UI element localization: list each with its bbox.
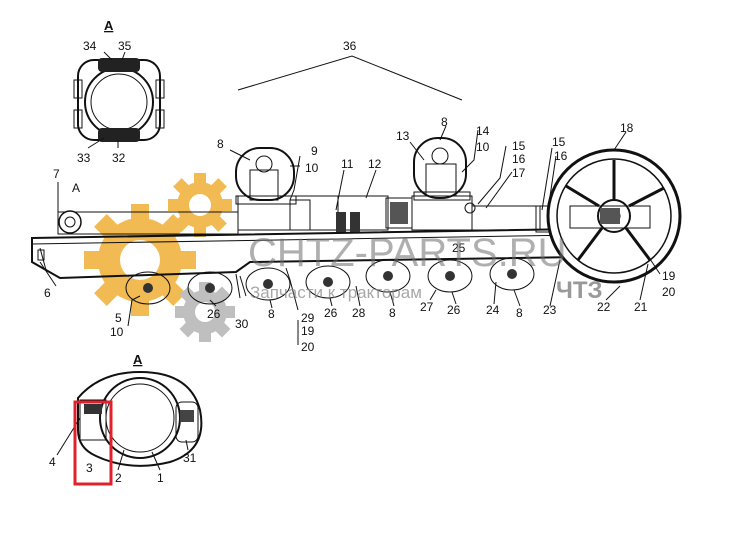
label-31: 31	[183, 451, 197, 465]
section-view-a-bottom	[56, 370, 203, 486]
label-18: 18	[620, 121, 634, 135]
label-8-e: 8	[516, 306, 523, 320]
label-10-b: 10	[476, 140, 490, 154]
support-roller-left	[235, 147, 297, 205]
label-28: 28	[352, 306, 366, 320]
track-rollers	[125, 257, 535, 305]
label-15-b: 15	[552, 135, 566, 149]
label-12: 12	[368, 157, 382, 171]
label-20-a: 20	[301, 340, 315, 354]
label-5: 5	[115, 311, 122, 325]
label-3: 3	[86, 461, 93, 475]
watermark-title: CHTZ-PARTS.RU	[248, 231, 567, 275]
label-26-a: 26	[207, 307, 221, 321]
section-label-bottom: A	[133, 352, 143, 367]
label-2: 2	[115, 471, 122, 485]
label-30: 30	[235, 317, 249, 331]
label-25: 25	[452, 241, 466, 255]
support-roller-right	[413, 137, 471, 201]
label-16-a: 16	[512, 152, 526, 166]
idler-wheel	[546, 148, 682, 284]
section-view-a-top	[73, 51, 165, 149]
label-33: 33	[77, 151, 91, 165]
label-21: 21	[634, 300, 648, 314]
label-36: 36	[343, 39, 357, 53]
label-20-b: 20	[662, 285, 676, 299]
track-roller	[245, 267, 291, 301]
label-15-a: 15	[512, 139, 526, 153]
label-1: 1	[157, 471, 164, 485]
section-label-top: A	[104, 18, 114, 33]
gear-grey-icon	[175, 282, 235, 342]
label-16-b: 16	[554, 149, 568, 163]
part-labels: A A 34 35 33 32 36 7 A 8 9 10 11 12 13 8…	[44, 18, 676, 485]
label-22: 22	[597, 300, 611, 314]
label-a-frame: A	[72, 181, 80, 195]
label-27: 27	[420, 300, 434, 314]
label-19-b: 19	[662, 269, 676, 283]
gear-small-icon	[168, 173, 232, 237]
label-6: 6	[44, 286, 51, 300]
track-roller	[427, 259, 473, 293]
label-24: 24	[486, 303, 500, 317]
label-9: 9	[311, 144, 318, 158]
label-32: 32	[112, 151, 126, 165]
label-7: 7	[53, 167, 60, 181]
label-17: 17	[512, 166, 526, 180]
track-roller	[365, 259, 411, 293]
label-35: 35	[118, 39, 132, 53]
label-34: 34	[83, 39, 97, 53]
label-11: 11	[341, 157, 354, 171]
label-14: 14	[476, 124, 490, 138]
track-roller	[187, 271, 233, 305]
label-8-a: 8	[217, 137, 224, 151]
label-8-b: 8	[441, 115, 448, 129]
label-8-c: 8	[268, 307, 275, 321]
track-roller	[125, 271, 171, 305]
label-4: 4	[49, 455, 56, 469]
label-8-d: 8	[389, 306, 396, 320]
watermark: CHTZ-PARTS.RU Запчасти к тракторам ЧТЗ	[248, 231, 603, 304]
label-26-b: 26	[324, 306, 338, 320]
leader-lines	[39, 125, 661, 345]
assembly-bracket-36	[237, 55, 463, 101]
label-29: 29	[301, 311, 315, 325]
label-10-a: 10	[305, 161, 319, 175]
label-26-c: 26	[447, 303, 461, 317]
label-19-a: 19	[301, 324, 315, 338]
watermark-subtitle: Запчасти к тракторам	[250, 283, 422, 302]
track-roller	[305, 265, 351, 299]
label-10-c: 10	[110, 325, 124, 339]
highlight-box	[73, 400, 113, 486]
track-roller	[489, 257, 535, 291]
watermark-brand: ЧТЗ	[556, 277, 603, 304]
label-23: 23	[543, 303, 557, 317]
label-13: 13	[396, 129, 410, 143]
